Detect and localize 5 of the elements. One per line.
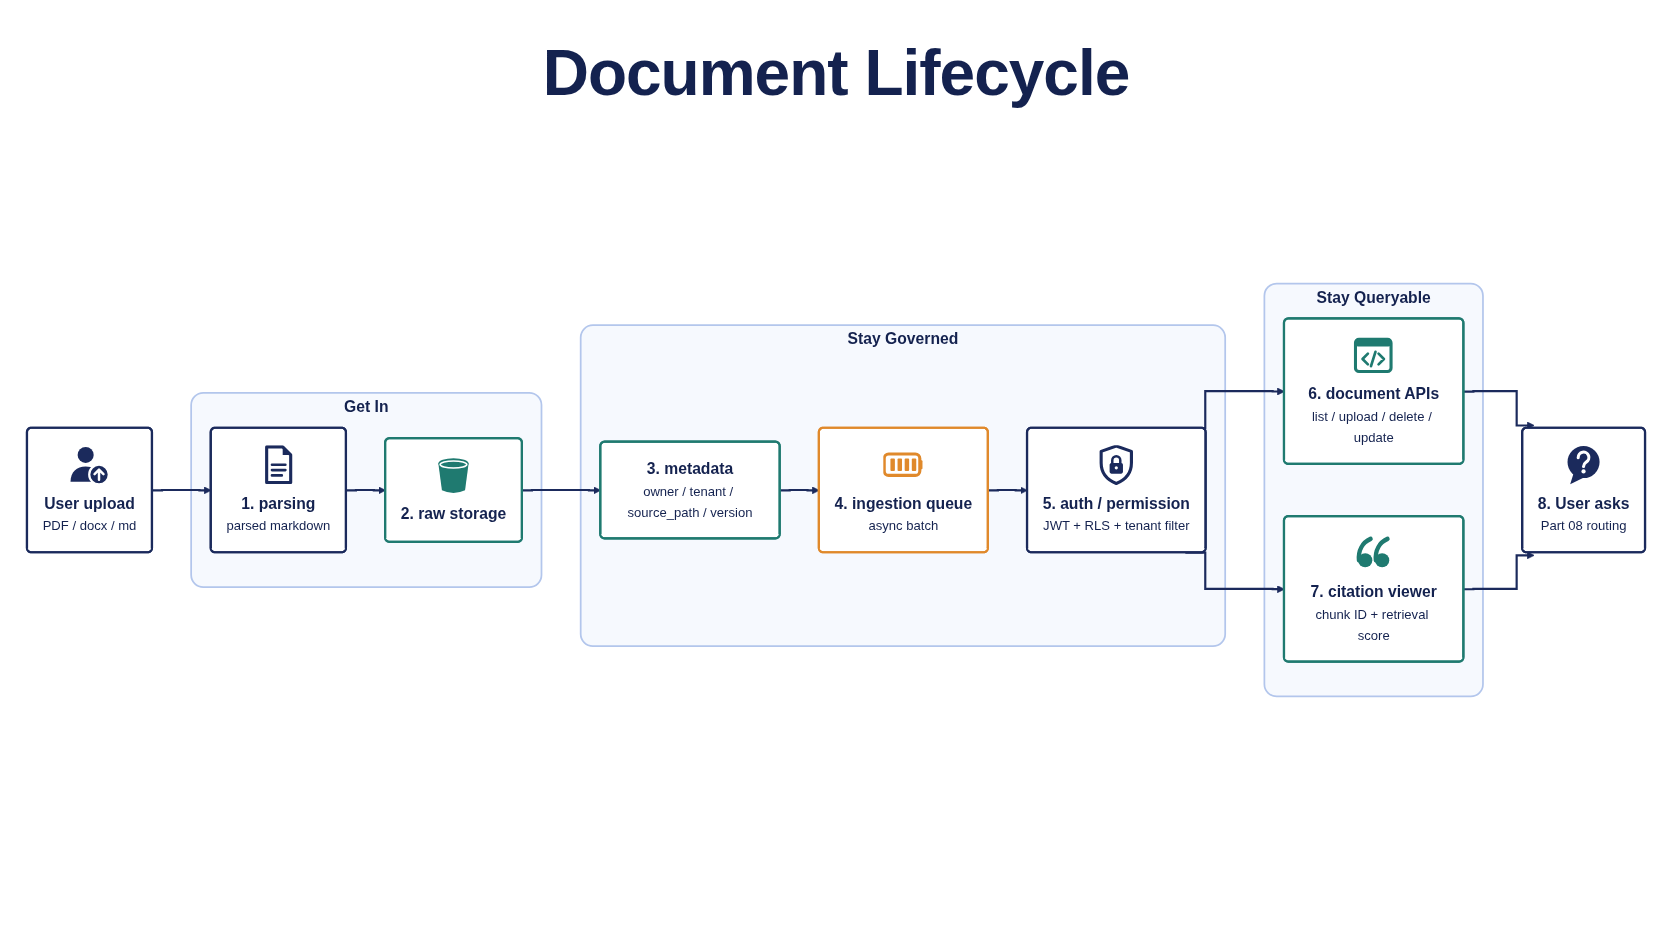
- arrow: [1463, 390, 1535, 430]
- arrow: [988, 486, 1028, 495]
- arrow: [1463, 551, 1535, 591]
- arrow: [346, 486, 386, 495]
- diagram-title: Document Lifecycle: [542, 36, 1130, 110]
